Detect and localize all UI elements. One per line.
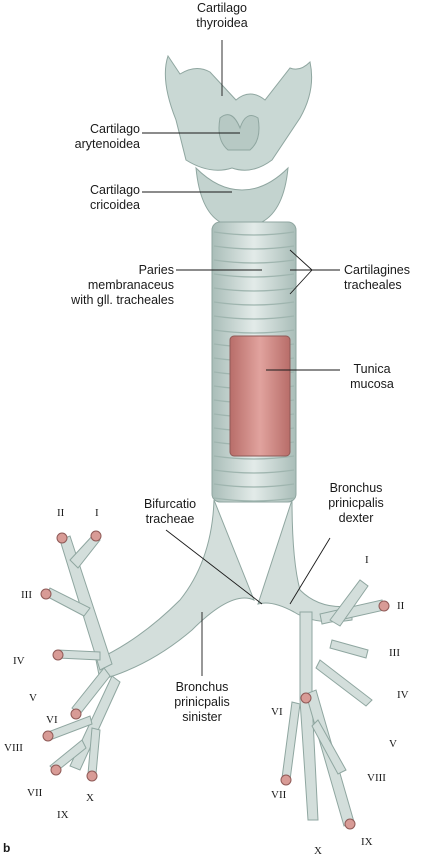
label-line: Cartilago — [89, 183, 140, 197]
bronchus-sinister — [95, 499, 255, 681]
larynx — [164, 54, 313, 223]
tracheal-ring — [213, 469, 295, 474]
label-paries-membranaceus: Paries membranaceus with gll. tracheales — [40, 263, 174, 308]
label-line: sinister — [182, 710, 222, 724]
arytenoid-cartilages — [218, 114, 260, 151]
label-line: tracheae — [145, 512, 195, 526]
segment-right-ix: IX — [361, 836, 373, 848]
segment-right-ii: II — [397, 600, 405, 612]
tracheal-ring — [213, 301, 295, 306]
segment-left-vi: VI — [46, 714, 58, 726]
trachea — [211, 221, 297, 503]
label-cartilago-arytenoidea: Cartilago arytenoidea — [40, 122, 140, 152]
segment-left-ix: IX — [57, 809, 69, 821]
segment-left-vii: VII — [27, 787, 43, 799]
label-line: Cartilagines — [344, 263, 411, 277]
segment-left-i: I — [95, 507, 99, 519]
label-tunica-mucosa: Tunica mucosa — [342, 362, 402, 392]
bronchial-tree — [45, 499, 385, 827]
label-cartilago-cricoidea: Cartilago cricoidea — [40, 183, 140, 213]
tracheal-ring — [213, 231, 295, 236]
segment-right-vii: VII — [271, 789, 287, 801]
label-cartilago-thyroidea: Cartilago thyroidea — [164, 1, 280, 31]
label-line: prinicpalis — [328, 496, 384, 510]
panel-letter: b — [3, 841, 11, 855]
cricoid-cartilage — [195, 166, 289, 223]
segment-right-i: I — [365, 554, 369, 566]
label-cartilagines-tracheales: Cartilagines tracheales — [344, 263, 423, 293]
label-line: Bifurcatio — [143, 497, 197, 511]
label-line: with gll. tracheales — [71, 293, 174, 307]
bronchial-openings — [40, 530, 390, 830]
tracheal-ring — [213, 329, 295, 334]
label-bronchus-dexter: Bronchus prinicpalis dexter — [316, 481, 396, 526]
tracheal-ring — [213, 483, 295, 488]
segment-left-x: X — [86, 792, 94, 804]
label-line: Bronchus — [175, 680, 229, 694]
thyroid-cartilage — [164, 54, 313, 171]
label-line: prinicpalis — [174, 695, 230, 709]
segment-left-iv: IV — [13, 655, 25, 667]
segment-left-iii: III — [21, 589, 32, 601]
tracheal-ring — [213, 287, 295, 292]
label-bronchus-sinister: Bronchus prinicpalis sinister — [160, 680, 244, 725]
label-line: Paries — [138, 263, 174, 277]
tracheal-ring — [213, 315, 295, 320]
label-bifurcatio-tracheae: Bifurcatio tracheae — [130, 497, 210, 527]
tracheal-ring — [213, 273, 295, 278]
segment-right-iii: III — [389, 647, 400, 659]
label-line: Tunica — [353, 362, 391, 376]
label-line: dexter — [338, 511, 374, 525]
segment-left-v: V — [29, 692, 37, 704]
segment-right-x: X — [314, 845, 322, 857]
segment-right-v: V — [389, 738, 397, 750]
label-line: arytenoidea — [74, 137, 140, 151]
segment-left-viii: VIII — [4, 742, 23, 754]
segment-right-viii: VIII — [367, 772, 386, 784]
label-line: mucosa — [350, 377, 394, 391]
segment-right-iv: IV — [397, 689, 409, 701]
label-line: Bronchus — [329, 481, 383, 495]
segment-left-ii: II — [57, 507, 65, 519]
label-line: Cartilago — [89, 122, 140, 136]
tracheal-ring — [213, 259, 295, 264]
tunica-mucosa-window — [229, 335, 291, 457]
leader-lines — [142, 40, 340, 676]
tracheal-ring — [213, 245, 295, 250]
tracheal-ring — [213, 455, 295, 460]
label-line: thyroidea — [196, 16, 248, 30]
label-line: tracheales — [344, 278, 402, 292]
segment-right-vi: VI — [271, 706, 283, 718]
tracheal-ring — [213, 497, 295, 502]
label-line: membranaceus — [87, 278, 174, 292]
label-line: cricoidea — [89, 198, 140, 212]
label-line: Cartilago — [196, 1, 248, 15]
